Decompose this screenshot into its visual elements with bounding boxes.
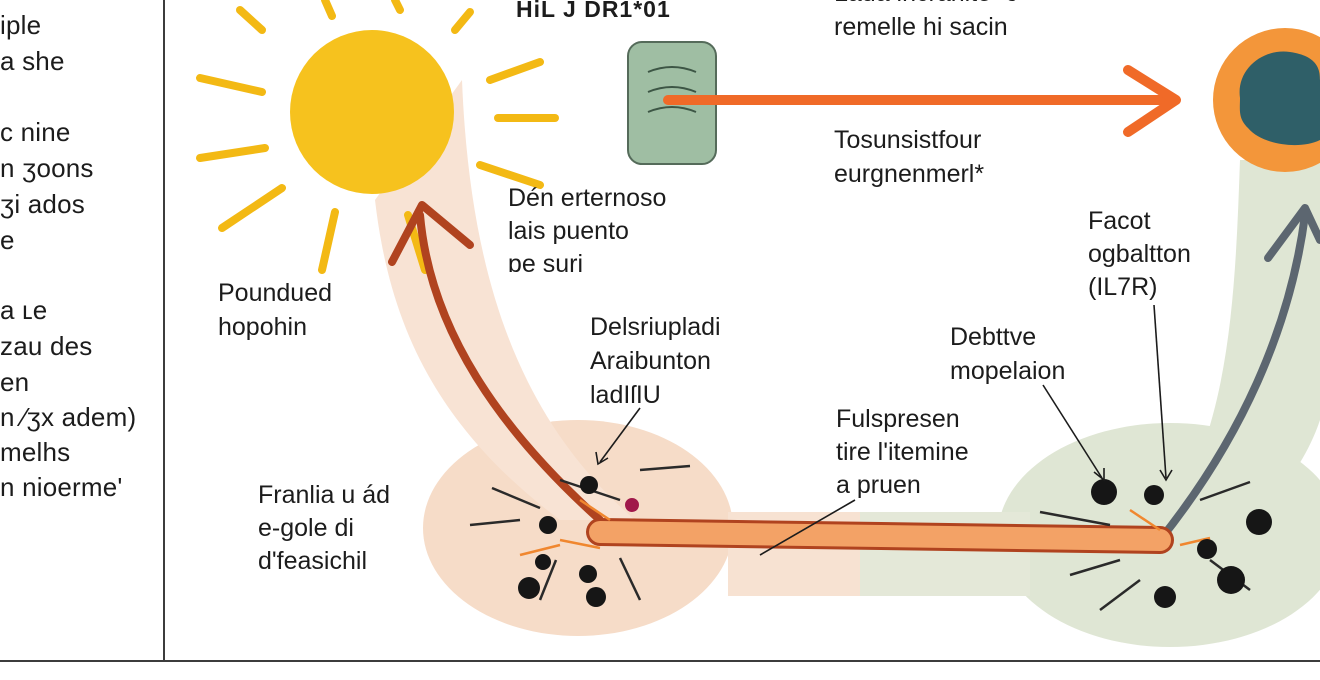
label-line: Facot (1088, 207, 1151, 235)
label-line: e-gole di (258, 514, 354, 542)
right-ascending-band (1150, 160, 1320, 560)
sidebar-line: zau des (0, 331, 93, 361)
label-line: lais puento (508, 217, 629, 245)
label-line: tire l'itemine (836, 438, 969, 466)
label-line: (IL7R) (1088, 273, 1158, 301)
left-text-column: iple a she c nine n ʒoons ʒi ados e a ʟe… (0, 0, 165, 662)
top-right-label: Lada incranite ·J remelle hi sacin (834, 0, 1019, 44)
label-line: ladIſIU (590, 381, 661, 409)
left-tissue-pad (423, 420, 733, 636)
gene-code-label: HiL J DR1*01 (516, 0, 671, 22)
debtive-label: Debttve mopelaion (950, 320, 1065, 388)
sidebar-line: n nioerme' (0, 472, 123, 502)
factor-label: Facot ogbaltton (IL7R) (1088, 205, 1191, 304)
label-line: ogbaltton (1088, 240, 1191, 268)
pointer-lines (595, 304, 1173, 556)
label-line: Franlia u ád (258, 481, 391, 509)
bottom-divider (0, 660, 1320, 662)
label-line: a pruen (836, 471, 921, 499)
sidebar-line: c nine (0, 117, 71, 147)
sun-icon (196, 0, 559, 274)
pathway-diagram (196, 0, 1320, 647)
label-line: hopohin (218, 313, 307, 341)
label-line: d'feasichil (258, 547, 367, 575)
label-line: Debttve (950, 323, 1037, 351)
left-ascending-band (375, 80, 635, 520)
orange-tube (586, 518, 1174, 554)
arrow-note-label: Delsriupladi Araibunton ladIſIU (590, 310, 721, 412)
label-line: Dén erternoso (508, 184, 667, 212)
label-line: Delsriupladi (590, 313, 721, 341)
left-label: Poundued hopohin (218, 276, 332, 344)
label-line: mopelaion (950, 357, 1066, 385)
label-line: eurgnenmerl* (834, 160, 985, 188)
label-line: Poundued (218, 279, 333, 307)
center-label: Dén erternoso lais puento ɒe suri (508, 182, 666, 281)
label-line: ɒe suri (508, 250, 584, 278)
left-particles (469, 464, 691, 607)
label-line: Araibunton (590, 347, 711, 375)
sidebar-line: ʒi ados (0, 189, 85, 219)
label-line: Tosunsistfour (834, 126, 982, 154)
bottom-left-label: Franlia u ád e-gole di d'feasichil (258, 479, 390, 578)
pulse-label: Fulspresen tire l'itemine a pruen (836, 403, 969, 502)
sidebar-line: melhs (0, 437, 71, 467)
orange-arrow (663, 65, 1181, 137)
grey-curved-arrow (1156, 204, 1320, 544)
sidebar-line: iple (0, 10, 42, 40)
label-line: Fulspresen (836, 405, 960, 433)
label-line: Lada incranite ·J (834, 0, 1019, 10)
right-particles (1039, 479, 1272, 611)
sidebar-line: e (0, 225, 15, 255)
mid-right-label: Tosunsistfour eurgnenmerl* (834, 123, 984, 191)
label-line: remelle hi sacin (834, 13, 1008, 41)
cell-icon (1213, 28, 1320, 172)
sidebar-line: n ⁄ʒx adem) (0, 402, 137, 432)
sidebar-line: en (0, 367, 30, 397)
sidebar-line: a she (0, 46, 65, 76)
sidebar-line: a ʟe (0, 295, 48, 325)
sidebar-line: n ʒoons (0, 153, 94, 183)
rust-curved-arrow (388, 201, 604, 524)
